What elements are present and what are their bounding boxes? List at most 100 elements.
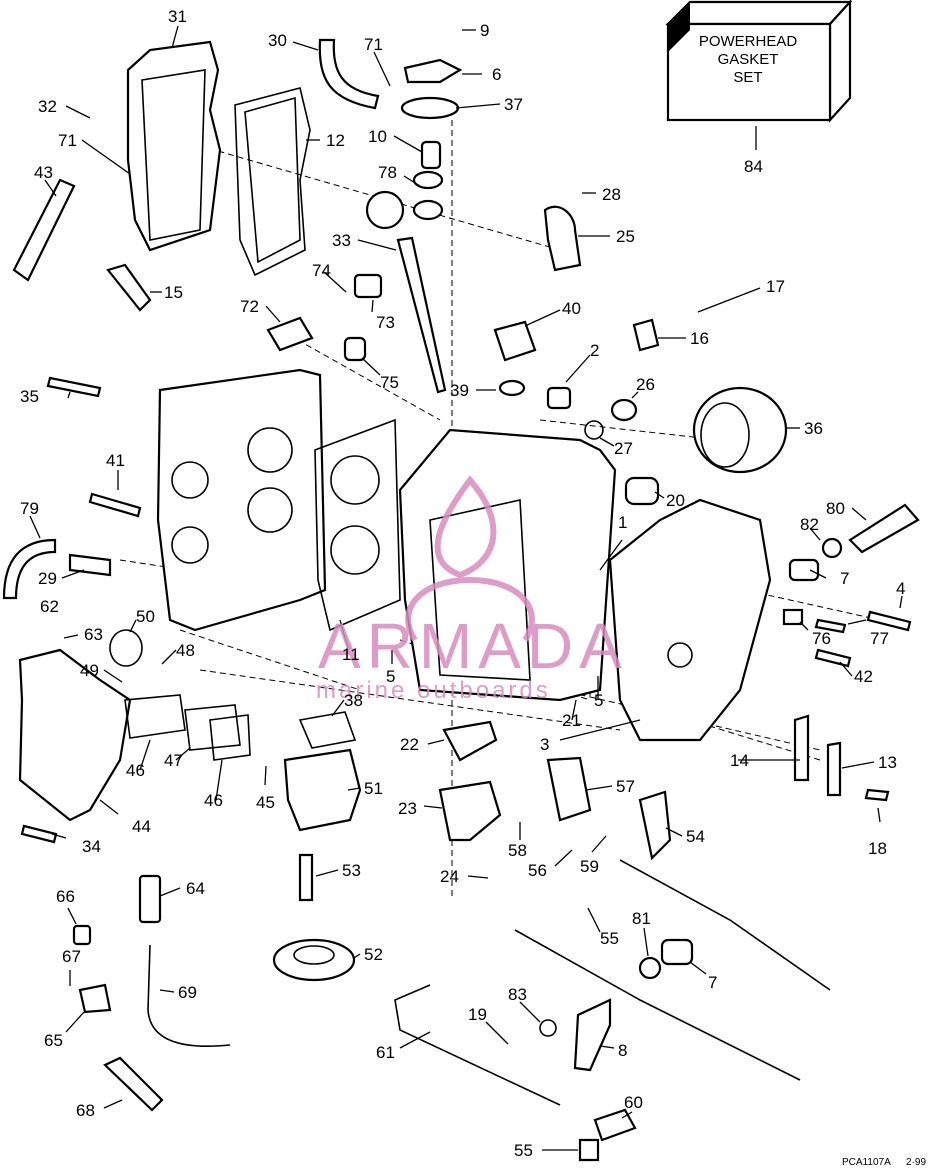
grommet xyxy=(272,938,356,982)
callout-32: 32 xyxy=(38,97,57,116)
kit-box-line-1: POWERHEAD xyxy=(699,33,798,50)
filter-pad xyxy=(103,1056,164,1112)
callout-56: 56 xyxy=(528,861,547,880)
callout-7a: 7 xyxy=(840,569,849,588)
callout-78: 78 xyxy=(378,163,397,182)
callout-71a: 71 xyxy=(364,35,383,54)
callout-14: 14 xyxy=(730,751,749,770)
callout-49: 49 xyxy=(80,661,99,680)
callout-77: 77 xyxy=(870,629,889,648)
oil-cap xyxy=(493,320,537,362)
watermark-logo-icon xyxy=(405,475,535,642)
cylinder-block xyxy=(398,428,617,702)
callout-79: 79 xyxy=(20,499,39,518)
callout-28: 28 xyxy=(602,185,621,204)
drawing-code-date: 2·99 xyxy=(906,1157,926,1168)
callout-33: 33 xyxy=(332,231,351,250)
callout-47: 47 xyxy=(164,751,183,770)
crankcase xyxy=(608,498,772,742)
callout-71b: 71 xyxy=(58,131,77,150)
drawing-code-id: PCA1107A xyxy=(842,1157,891,1168)
callout-54: 54 xyxy=(686,827,705,846)
callout-82: 82 xyxy=(800,515,819,534)
callout-41: 41 xyxy=(106,451,125,470)
callout-4: 4 xyxy=(896,579,905,598)
callout-29: 29 xyxy=(38,569,57,588)
callout-53: 53 xyxy=(342,861,361,880)
callout-46a: 46 xyxy=(126,761,145,780)
callout-42: 42 xyxy=(854,667,873,686)
callout-5a: 5 xyxy=(386,667,395,686)
leader-lines xyxy=(29,25,903,1151)
callout-83: 83 xyxy=(508,985,527,1004)
callout-69: 69 xyxy=(178,983,197,1002)
callout-26: 26 xyxy=(636,375,655,394)
gasket-37 xyxy=(400,96,460,120)
callout-50: 50 xyxy=(136,607,155,626)
callout-66: 66 xyxy=(56,887,75,906)
callout-80: 80 xyxy=(826,499,845,518)
callout-16: 16 xyxy=(690,329,709,348)
gasket-kit-box: POWERHEAD GASKET SET 84 xyxy=(665,0,853,176)
callout-25: 25 xyxy=(616,227,635,246)
watermark-tagline: marine outboards xyxy=(316,677,551,704)
callout-30: 30 xyxy=(268,31,287,50)
callout-3: 3 xyxy=(540,735,549,754)
bracket-25 xyxy=(543,205,582,272)
hose-30 xyxy=(318,38,380,110)
callout-40: 40 xyxy=(562,299,581,318)
callout-67: 67 xyxy=(62,947,81,966)
callout-62: 62 xyxy=(40,597,59,616)
callout-57: 57 xyxy=(616,777,635,796)
callout-1: 1 xyxy=(618,513,627,532)
callout-34: 34 xyxy=(82,837,101,856)
callout-46b: 46 xyxy=(204,791,223,810)
callout-18: 18 xyxy=(868,839,887,858)
callout-24: 24 xyxy=(440,867,459,886)
callout-27: 27 xyxy=(614,439,633,458)
callout-44: 44 xyxy=(132,817,151,836)
callout-43: 43 xyxy=(34,163,53,182)
callout-38: 38 xyxy=(344,691,363,710)
callout-17: 17 xyxy=(766,277,785,296)
parts-artwork xyxy=(2,38,920,1162)
callout-65: 65 xyxy=(44,1031,63,1050)
callout-73: 73 xyxy=(376,313,395,332)
callout-76: 76 xyxy=(812,629,831,648)
watermark-brand: ARMADA xyxy=(318,610,628,682)
callout-20: 20 xyxy=(666,491,685,510)
callout-22: 22 xyxy=(400,735,419,754)
kit-box-line-2: GASKET xyxy=(718,51,779,68)
callout-51: 51 xyxy=(364,779,383,798)
cylinder-head xyxy=(156,368,327,632)
callout-68: 68 xyxy=(76,1101,95,1120)
callout-11: 11 xyxy=(342,645,360,664)
callout-75: 75 xyxy=(380,373,399,392)
callout-60: 60 xyxy=(624,1093,643,1112)
watermark: ARMADA marine outboards xyxy=(316,475,628,704)
head-cover xyxy=(126,40,222,252)
thermostat-housing xyxy=(403,58,463,84)
callout-12: 12 xyxy=(326,131,345,150)
callout-8: 8 xyxy=(618,1041,627,1060)
callout-84: 84 xyxy=(744,157,763,176)
callout-31: 31 xyxy=(168,7,187,26)
callout-64: 64 xyxy=(186,879,205,898)
callout-59: 59 xyxy=(580,857,599,876)
kit-box-line-3: SET xyxy=(733,69,762,86)
oil-filter xyxy=(692,386,788,474)
callout-9: 9 xyxy=(480,21,489,40)
reed-block xyxy=(283,748,362,832)
callout-13: 13 xyxy=(878,753,897,772)
callout-55b: 55 xyxy=(514,1141,533,1160)
callout-2: 2 xyxy=(590,341,599,360)
callout-23: 23 xyxy=(398,799,417,818)
callout-5b: 5 xyxy=(594,691,603,710)
exhaust-cover xyxy=(18,648,132,822)
callout-6: 6 xyxy=(492,65,501,84)
cover-gasket xyxy=(234,87,311,277)
callout-72: 72 xyxy=(240,297,259,316)
callout-39: 39 xyxy=(450,381,469,400)
head-gasket xyxy=(314,418,401,632)
